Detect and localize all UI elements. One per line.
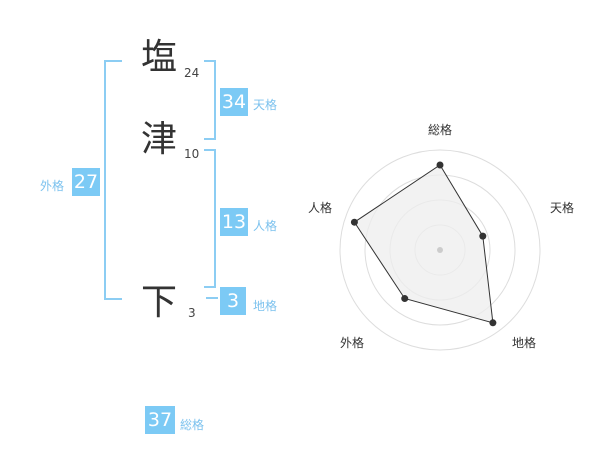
radar-axis-label-1: 天格	[550, 200, 574, 215]
radar-point-1	[479, 232, 487, 240]
radar-point-2	[489, 319, 497, 327]
radar-ring-4	[339, 149, 541, 351]
radar-axis-label-3: 外格	[340, 335, 364, 350]
jinkaku-value-badge: 13	[220, 208, 248, 236]
radar-point-3	[401, 295, 409, 303]
radar-point-4	[350, 218, 358, 226]
radar-polygon	[353, 164, 494, 324]
radar-axis-label-4: 人格	[308, 200, 332, 215]
stroke-count-3: 3	[188, 306, 196, 320]
gaikaku-value-badge: 27	[72, 168, 100, 196]
chikaku-label: 地格	[253, 299, 278, 313]
chikaku-connector	[206, 297, 218, 299]
gaikaku-bracket	[104, 60, 122, 300]
stroke-count-2: 10	[184, 147, 200, 161]
radar-point-0	[436, 161, 444, 169]
name-char-3: 下	[141, 282, 178, 323]
jinkaku-label: 人格	[253, 219, 278, 233]
radar-center-dot	[437, 247, 443, 253]
name-char-1: 塩	[141, 37, 178, 78]
radar-axis-label-0: 総格	[428, 122, 452, 137]
stroke-count-1: 24	[184, 66, 200, 80]
soukaku-label: 総格	[180, 418, 205, 432]
jinkaku-bracket	[204, 149, 216, 288]
name-char-2: 津	[141, 119, 178, 160]
chikaku-value-badge: 3	[220, 287, 246, 315]
tenkaku-value-badge: 34	[220, 88, 248, 116]
soukaku-value-badge: 37	[145, 406, 175, 434]
tenkaku-bracket	[204, 60, 216, 140]
radar-axis-label-2: 地格	[512, 335, 536, 350]
gaikaku-label: 外格	[40, 179, 65, 193]
tenkaku-label: 天格	[253, 98, 278, 112]
